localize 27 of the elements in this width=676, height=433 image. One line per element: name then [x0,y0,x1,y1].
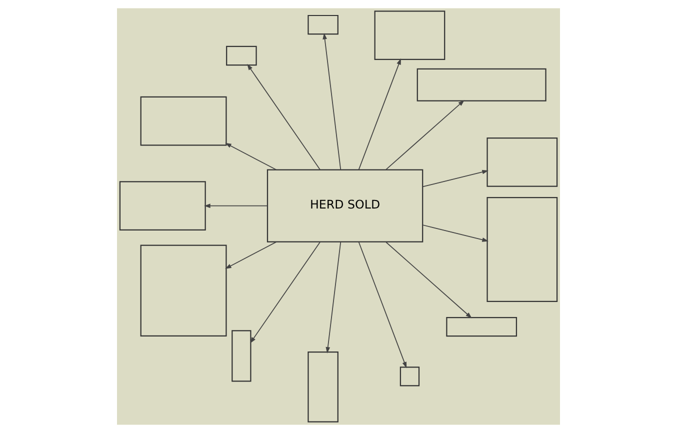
arrow [385,242,472,318]
node-box [486,138,558,187]
arrow [358,242,406,368]
arrow [325,242,341,354]
arrow [422,224,488,242]
node-box [231,330,251,382]
node-box: HERD SOLD [266,169,423,242]
arrow [322,33,341,170]
node-box [416,68,546,102]
arrow [204,204,268,208]
node-box [140,244,226,336]
arrow [224,142,276,170]
node-box [140,96,226,146]
arrow [224,241,276,269]
node-box [374,10,445,60]
arrow [250,242,320,344]
arrow [422,170,488,188]
arrow [385,100,464,170]
node-box [307,352,338,422]
node-box [118,181,206,231]
node-box [446,316,517,337]
node-box [399,366,420,386]
arrow [358,58,400,170]
node-box [226,46,256,66]
node-box [307,14,338,35]
arrow [246,64,320,170]
node-box [486,197,558,302]
